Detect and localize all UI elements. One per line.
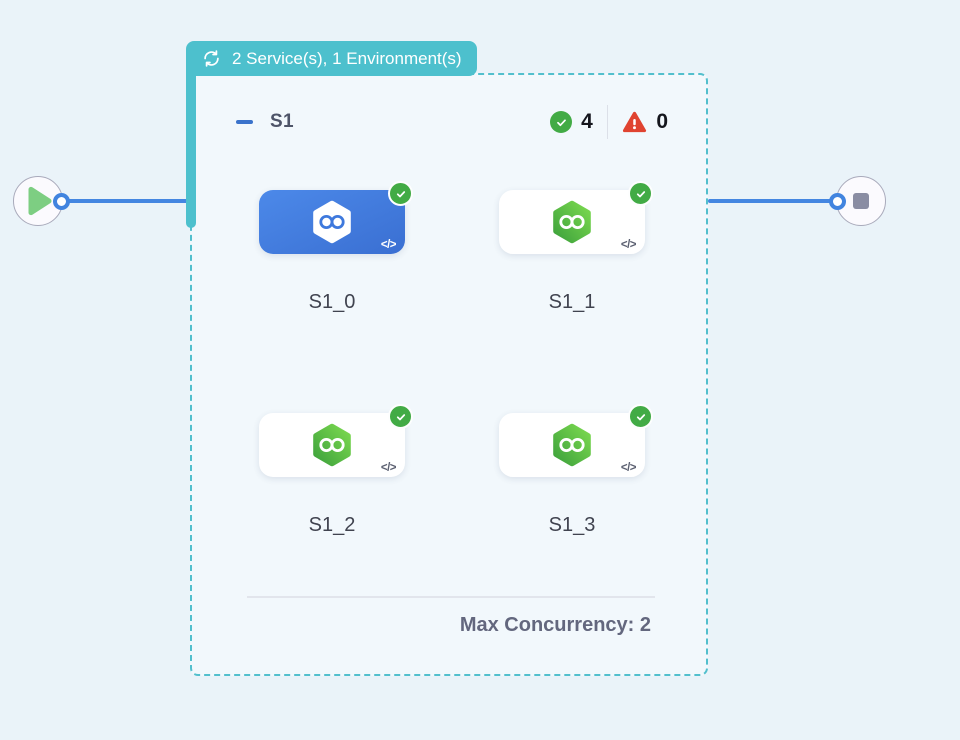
check-icon xyxy=(556,118,566,126)
success-check-icon xyxy=(388,181,413,206)
stage-badge-label: 2 Service(s), 1 Environment(s) xyxy=(232,48,462,68)
code-icon: </> xyxy=(380,239,397,251)
service-label-s1-1: S1_1 xyxy=(548,291,596,313)
connector-dot-start xyxy=(53,193,70,210)
service-card-s1-2[interactable]: </> xyxy=(259,404,413,477)
stage-container: S1 4 0 xyxy=(190,73,708,676)
edge-stage-to-end xyxy=(708,199,834,203)
edge-start-to-stage xyxy=(60,199,188,203)
stage-title: S1 xyxy=(270,111,294,132)
success-count: 4 xyxy=(581,110,593,133)
max-concurrency-label: Max Concurrency: 2 xyxy=(459,614,651,636)
status-divider xyxy=(606,105,609,139)
service-label-s1-2: S1_2 xyxy=(308,514,356,536)
stage-status-group: 4 0 xyxy=(550,105,668,139)
stop-icon xyxy=(853,193,869,209)
loop-icon xyxy=(204,50,219,67)
stage-badge-tail xyxy=(186,70,196,228)
success-status-icon xyxy=(550,111,573,133)
code-icon: </> xyxy=(620,462,637,474)
fail-status-icon xyxy=(622,110,647,135)
infinity-hexagon-icon xyxy=(553,423,591,467)
collapse-minus-icon[interactable] xyxy=(236,120,253,124)
footer-divider xyxy=(247,596,655,598)
service-label-s1-3: S1_3 xyxy=(548,514,596,536)
stage-header: S1 4 0 xyxy=(236,105,668,139)
matrix-stage-badge[interactable]: 2 Service(s), 1 Environment(s) xyxy=(186,41,477,76)
connector-dot-end xyxy=(829,193,846,210)
infinity-hexagon-icon xyxy=(313,423,351,467)
service-card-s1-3[interactable]: </> xyxy=(499,404,653,477)
service-card-s1-0[interactable]: </> xyxy=(259,181,413,254)
infinity-hexagon-icon xyxy=(553,200,591,244)
service-label-s1-0: S1_0 xyxy=(308,291,356,313)
code-icon: </> xyxy=(380,462,397,474)
alert-triangle-icon xyxy=(623,111,647,132)
infinity-hexagon-icon xyxy=(313,200,351,244)
code-icon: </> xyxy=(620,239,637,251)
play-icon xyxy=(28,186,52,216)
success-check-icon xyxy=(628,181,653,206)
success-check-icon xyxy=(628,404,653,429)
fail-count: 0 xyxy=(656,110,668,133)
success-check-icon xyxy=(388,404,413,429)
service-card-s1-1[interactable]: </> xyxy=(499,181,653,254)
